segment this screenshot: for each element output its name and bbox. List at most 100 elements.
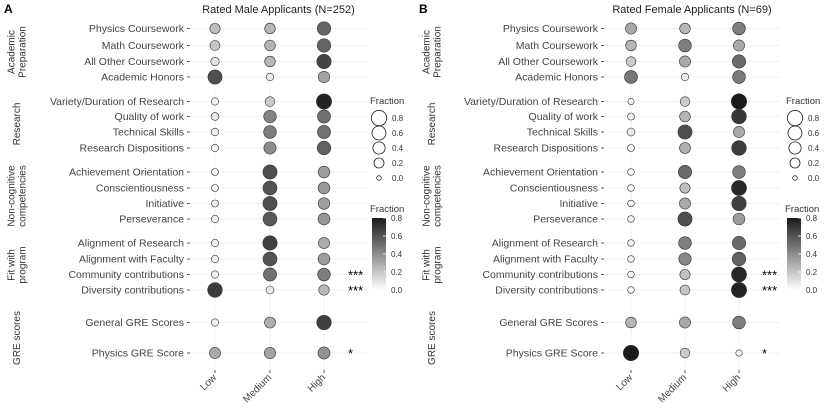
y-tick-label: Technical Skills <box>527 127 598 139</box>
data-point <box>211 97 219 106</box>
data-point <box>317 165 331 179</box>
size-legend-key <box>786 109 804 127</box>
x-tick-label: Medium <box>241 372 274 405</box>
significance-marker: *** <box>762 283 777 298</box>
data-point <box>627 168 635 176</box>
row: Quality of work <box>529 108 780 125</box>
data-point <box>262 211 278 227</box>
row: Physics Coursework <box>503 21 780 36</box>
data-point <box>627 144 635 152</box>
size-legend-key <box>370 109 388 127</box>
group-label: Academic <box>422 30 433 74</box>
row: Diversity contributions*** <box>495 282 780 298</box>
data-point <box>262 251 278 267</box>
data-point <box>317 267 331 282</box>
size-legend-key <box>376 175 382 181</box>
group-label: Research <box>12 103 23 146</box>
data-point <box>677 124 693 140</box>
size-legend-label: 0.2 <box>808 159 820 168</box>
data-point <box>265 285 275 295</box>
significance-marker: *** <box>348 268 363 283</box>
y-tick-label: Technical Skills <box>113 127 184 139</box>
color-legend-title: Fraction <box>785 204 819 215</box>
y-tick-label: Achievement Orientation <box>69 167 184 179</box>
data-point <box>264 55 276 68</box>
data-point <box>735 349 743 357</box>
data-point <box>731 266 747 283</box>
data-point <box>211 215 219 223</box>
size-legend-title: Fraction <box>786 96 820 107</box>
row: Technical Skills <box>113 125 367 139</box>
data-point <box>316 93 332 110</box>
row: Academic Honors <box>515 70 780 84</box>
data-point <box>679 182 691 194</box>
data-point <box>210 127 220 137</box>
y-tick-label: Initiative <box>559 198 598 210</box>
color-bar-label: 0.0 <box>806 286 818 295</box>
data-point <box>264 96 276 107</box>
data-point <box>678 236 692 250</box>
row: Physics GRE Score* <box>92 346 367 361</box>
data-point <box>211 144 219 152</box>
color-bar-label: 0.2 <box>806 268 818 277</box>
data-point <box>316 21 331 36</box>
data-point <box>211 318 219 327</box>
size-legend-label: 0.6 <box>808 129 820 138</box>
significance-marker: *** <box>348 283 363 298</box>
data-point <box>732 165 746 179</box>
data-point <box>207 282 223 298</box>
row: Initiative <box>559 195 780 212</box>
y-tick-label: Research Dispositions <box>80 143 184 155</box>
panel-letter: B <box>419 2 428 16</box>
row: Variety/Duration of Research <box>464 93 780 110</box>
y-tick-label: Achievement Orientation <box>483 167 598 179</box>
data-point <box>263 109 277 124</box>
data-point <box>211 199 219 208</box>
data-point <box>262 180 278 196</box>
row: Physics Coursework <box>89 21 367 36</box>
y-tick-label: All Other Coursework <box>84 56 185 68</box>
data-point <box>731 180 747 196</box>
row: Conscientiousness <box>510 180 780 196</box>
row: General GRE Scores <box>85 314 367 331</box>
y-tick-label: Alignment of Research <box>492 238 598 250</box>
row: Research Dispositions <box>80 140 367 156</box>
size-legend-key <box>789 157 801 169</box>
data-point <box>625 39 637 52</box>
data-point <box>625 316 637 329</box>
data-point <box>679 110 691 123</box>
data-point <box>262 196 278 211</box>
data-point <box>627 112 635 121</box>
y-tick-label: Perseverance <box>533 214 598 226</box>
data-point <box>626 127 636 137</box>
data-point <box>627 255 635 263</box>
y-tick-label: Alignment of Research <box>78 238 184 250</box>
color-bar-label: 0.6 <box>806 232 818 241</box>
data-point <box>678 252 692 266</box>
size-legend-key <box>371 125 387 141</box>
y-tick-label: Research Dispositions <box>494 143 598 155</box>
size-legend-key <box>788 141 802 155</box>
size-legend-label: 0.2 <box>392 159 404 168</box>
row: Perseverance <box>119 211 367 227</box>
y-tick-label: Physics GRE Score <box>92 348 184 360</box>
group-label: GRE scores <box>12 311 23 365</box>
y-tick-label: Math Coursework <box>102 40 185 52</box>
x-tick-label: Low <box>198 372 219 393</box>
y-tick-label: Perseverance <box>119 214 184 226</box>
data-point <box>627 286 635 294</box>
data-point <box>627 199 635 208</box>
group-label: competencies <box>433 165 444 227</box>
data-point <box>318 237 330 249</box>
data-point <box>263 125 277 139</box>
y-tick-label: General GRE Scores <box>85 317 184 329</box>
group-label: Fit with <box>7 249 18 281</box>
data-point <box>265 72 275 82</box>
data-point <box>730 93 747 110</box>
color-bar-label: 0.8 <box>806 214 818 223</box>
data-point <box>318 284 330 296</box>
group-label: Academic <box>7 30 18 74</box>
data-point <box>679 197 691 210</box>
size-legend-label: 0.8 <box>392 114 404 123</box>
